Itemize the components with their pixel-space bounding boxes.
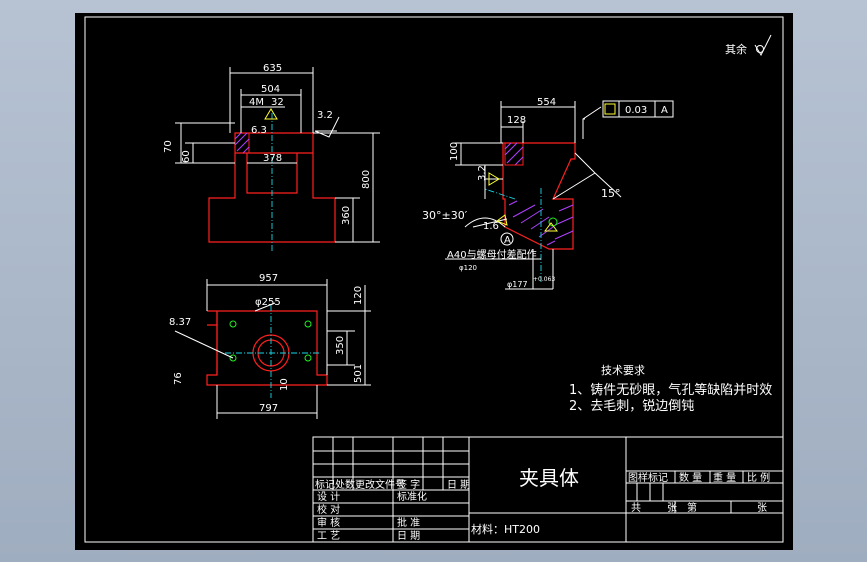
plan-hole-4 [304, 354, 312, 362]
svg-text:30°±30′: 30°±30′ [422, 209, 468, 222]
svg-text:0.03: 0.03 [625, 105, 647, 116]
plan-centerline [225, 305, 320, 398]
svg-text:76: 76 [173, 372, 184, 385]
svg-text:8.37: 8.37 [169, 317, 191, 328]
svg-text:554: 554 [537, 97, 556, 108]
svg-text:φ120: φ120 [459, 264, 477, 272]
svg-text:标准化: 标准化 [397, 490, 427, 503]
svg-text:504: 504 [261, 84, 280, 95]
svg-text:70: 70 [163, 140, 174, 153]
section-outline [502, 142, 576, 250]
svg-text:校 对: 校 对 [317, 503, 340, 516]
rest-finish-label: 其余 [725, 42, 747, 56]
svg-text:日 期: 日 期 [447, 479, 470, 491]
front-view-outline [208, 132, 336, 243]
drawing-sheet: 其余 635 504 4M 32 6.3 378 3.2 70 60 800 3… [75, 13, 793, 550]
section-hatch-bottom [508, 200, 574, 246]
material-label: 材料：HT200 [471, 522, 540, 536]
svg-text:800: 800 [361, 170, 372, 189]
plan-hole-3 [304, 320, 312, 328]
technical-notes: 技术要求 1、铸件无砂眼，气孔等缺陷并时效 2、去毛刺，锐边倒钝 [569, 364, 772, 414]
svg-text:重 量: 重 量 [713, 471, 736, 484]
svg-text:60: 60 [181, 150, 192, 163]
svg-text:标记: 标记 [315, 479, 335, 491]
svg-text:350: 350 [335, 336, 346, 355]
svg-text:日 期: 日 期 [397, 530, 420, 542]
title-block: 标记 处数 更改文件号 签 字 日 期 设 计 标准化 校 对 审 核 批 准 … [312, 436, 784, 543]
svg-text:120: 120 [353, 286, 364, 305]
svg-text:A: A [504, 235, 511, 246]
front-view: 635 504 4M 32 6.3 378 3.2 70 60 800 360 [163, 63, 380, 253]
svg-text:957: 957 [259, 273, 278, 284]
svg-text:501: 501 [353, 364, 364, 383]
plan-hole-1 [229, 320, 237, 328]
plan-hole-2 [229, 354, 237, 362]
finish-tick-symbol [754, 34, 772, 57]
svg-text:15°: 15° [601, 187, 621, 200]
svg-text:比 例: 比 例 [747, 471, 770, 484]
svg-text:10: 10 [279, 378, 290, 391]
svg-text:100: 100 [449, 142, 460, 161]
svg-text:360: 360 [341, 206, 352, 225]
front-hatch [234, 132, 250, 154]
svg-text:797: 797 [259, 403, 278, 414]
drawing-canvas: 其余 635 504 4M 32 6.3 378 3.2 70 60 800 3… [84, 16, 784, 543]
svg-text:批 准: 批 准 [397, 516, 420, 529]
svg-text:图样标记: 图样标记 [628, 471, 668, 484]
svg-text:更改文件号: 更改文件号 [355, 478, 405, 491]
svg-text:数 量: 数 量 [679, 471, 702, 484]
svg-text:32: 32 [271, 97, 284, 108]
datum-A-circle [500, 232, 514, 246]
section-view: 554 128 0.03 A 100 3.2 15° 30°±30′ 1.6 A… [422, 97, 674, 290]
svg-text:3.2: 3.2 [317, 110, 333, 121]
svg-text:处数: 处数 [335, 478, 355, 491]
svg-text:工 艺: 工 艺 [317, 530, 340, 542]
svg-text:张: 张 [667, 502, 677, 514]
plan-view-outline [206, 310, 328, 386]
svg-text:+0.063: +0.063 [533, 276, 555, 283]
svg-text:128: 128 [507, 115, 526, 126]
svg-text:635: 635 [263, 63, 282, 74]
svg-text:张: 张 [757, 502, 767, 514]
svg-text:第: 第 [687, 501, 697, 514]
svg-text:378: 378 [263, 153, 282, 164]
svg-text:A40与螺母付差配作: A40与螺母付差配作 [447, 248, 537, 261]
svg-text:3.2: 3.2 [477, 165, 488, 181]
notes-line-1: 1、铸件无砂眼，气孔等缺陷并时效 [569, 382, 772, 398]
roughness-triangle [264, 108, 278, 120]
notes-title: 技术要求 [601, 364, 645, 377]
notes-line-2: 2、去毛刺，锐边倒钝 [569, 399, 694, 414]
svg-text:设 计: 设 计 [317, 490, 340, 503]
svg-text:审 核: 审 核 [317, 516, 340, 529]
part-name: 夹具体 [519, 466, 579, 490]
svg-text:φ255: φ255 [255, 297, 281, 308]
svg-text:φ177: φ177 [507, 280, 528, 289]
svg-text:签 字: 签 字 [397, 478, 420, 491]
sheet-border [84, 16, 784, 543]
svg-text:1.6: 1.6 [483, 221, 499, 232]
plan-view: 957 φ255 8.37 797 76 120 350 501 10 [169, 273, 371, 419]
svg-text:共: 共 [631, 502, 641, 514]
svg-text:6.3: 6.3 [251, 125, 267, 136]
svg-text:4M: 4M [249, 97, 264, 108]
section-hatch-top [504, 142, 524, 166]
tolerance-frame [602, 100, 674, 118]
svg-text:A: A [661, 105, 668, 116]
